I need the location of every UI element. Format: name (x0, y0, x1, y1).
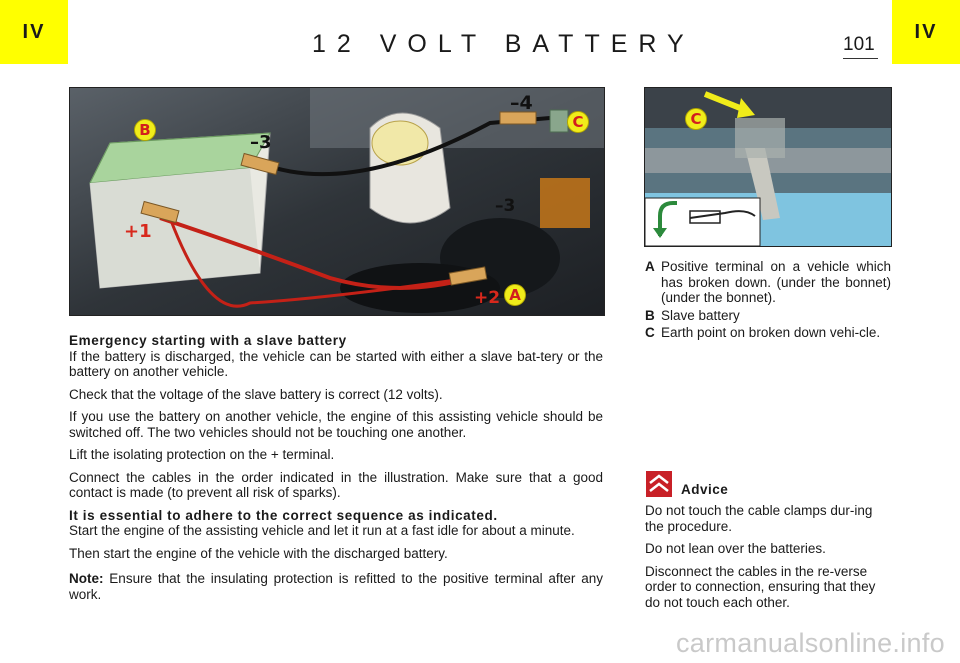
legend-item: A Positive terminal on a vehicle which h… (645, 259, 891, 306)
advice-title: Advice (681, 482, 729, 497)
marker-a: A (504, 284, 526, 306)
note-text: Ensure that the insulating protection is… (69, 571, 603, 602)
advice-item: Do not touch the cable clamps dur-ing th… (645, 503, 873, 534)
note-paragraph: Note: Ensure that the insulating protect… (69, 571, 603, 602)
marker-b: B (134, 119, 156, 141)
note-label: Note: (69, 571, 104, 586)
cable-step-minus4-label: –4 (510, 92, 533, 114)
marker-c: C (685, 108, 707, 130)
paragraph: If the battery is discharged, the vehicl… (69, 348, 603, 380)
page-number-underline (843, 58, 878, 59)
earth-point-drawing (645, 88, 891, 246)
legend-text: Positive terminal on a vehicle which has… (661, 259, 891, 305)
chapter-tab-right: IV (892, 0, 960, 64)
page-number: 101 (843, 34, 875, 55)
paragraph: If you use the battery on another vehicl… (69, 409, 603, 440)
marker-c: C (567, 111, 589, 133)
cable-step-plus1-label: +1 (124, 221, 152, 242)
emphasis-text: It is essential to adhere to the correct… (69, 507, 498, 523)
jump-start-illustration: –4 –3 –3 +1 +2 B C A (69, 87, 605, 316)
cable-step-minus3-label: –3 (250, 132, 272, 153)
paragraph: Lift the isolating protection on the + t… (69, 447, 335, 462)
advice-item: Disconnect the cables in the re-verse or… (645, 563, 876, 610)
earth-point-photo: C (644, 87, 892, 247)
advice-item: Do not lean over the batteries. (645, 541, 826, 556)
instructions-text: Emergency starting with a slave battery … (69, 333, 603, 609)
legend-list: A Positive terminal on a vehicle which h… (645, 259, 891, 343)
page-title: 12 VOLT BATTERY (312, 30, 695, 58)
watermark: carmanualsonline.info (676, 628, 945, 658)
paragraph: Connect the cables in the order indicate… (69, 469, 603, 501)
legend-key: C (645, 325, 655, 340)
chapter-label: IV (22, 20, 46, 43)
chapter-label: IV (914, 20, 938, 43)
legend-item: C Earth point on broken down vehi-cle. (645, 325, 891, 341)
warning-chevron-icon (646, 471, 672, 497)
legend-item: B Slave battery (645, 308, 891, 324)
advice-list: Do not touch the cable clamps dur-ing th… (645, 503, 891, 617)
paragraph: Check that the voltage of the slave batt… (69, 386, 443, 402)
paragraph: Start the engine of the assisting vehicl… (69, 523, 575, 538)
legend-text: Slave battery (661, 307, 740, 323)
paragraph: Then start the engine of the vehicle wit… (69, 545, 448, 561)
engine-bay-drawing (70, 88, 604, 315)
legend-text: Earth point on broken down vehi-cle. (661, 325, 881, 340)
chapter-tab-left: IV (0, 0, 68, 64)
cable-step-minus3-label-2: –3 (495, 196, 516, 216)
cable-step-plus2-label: +2 (474, 288, 501, 308)
legend-key: A (645, 259, 655, 274)
legend-key: B (645, 307, 655, 323)
section-heading: Emergency starting with a slave battery (69, 333, 347, 348)
